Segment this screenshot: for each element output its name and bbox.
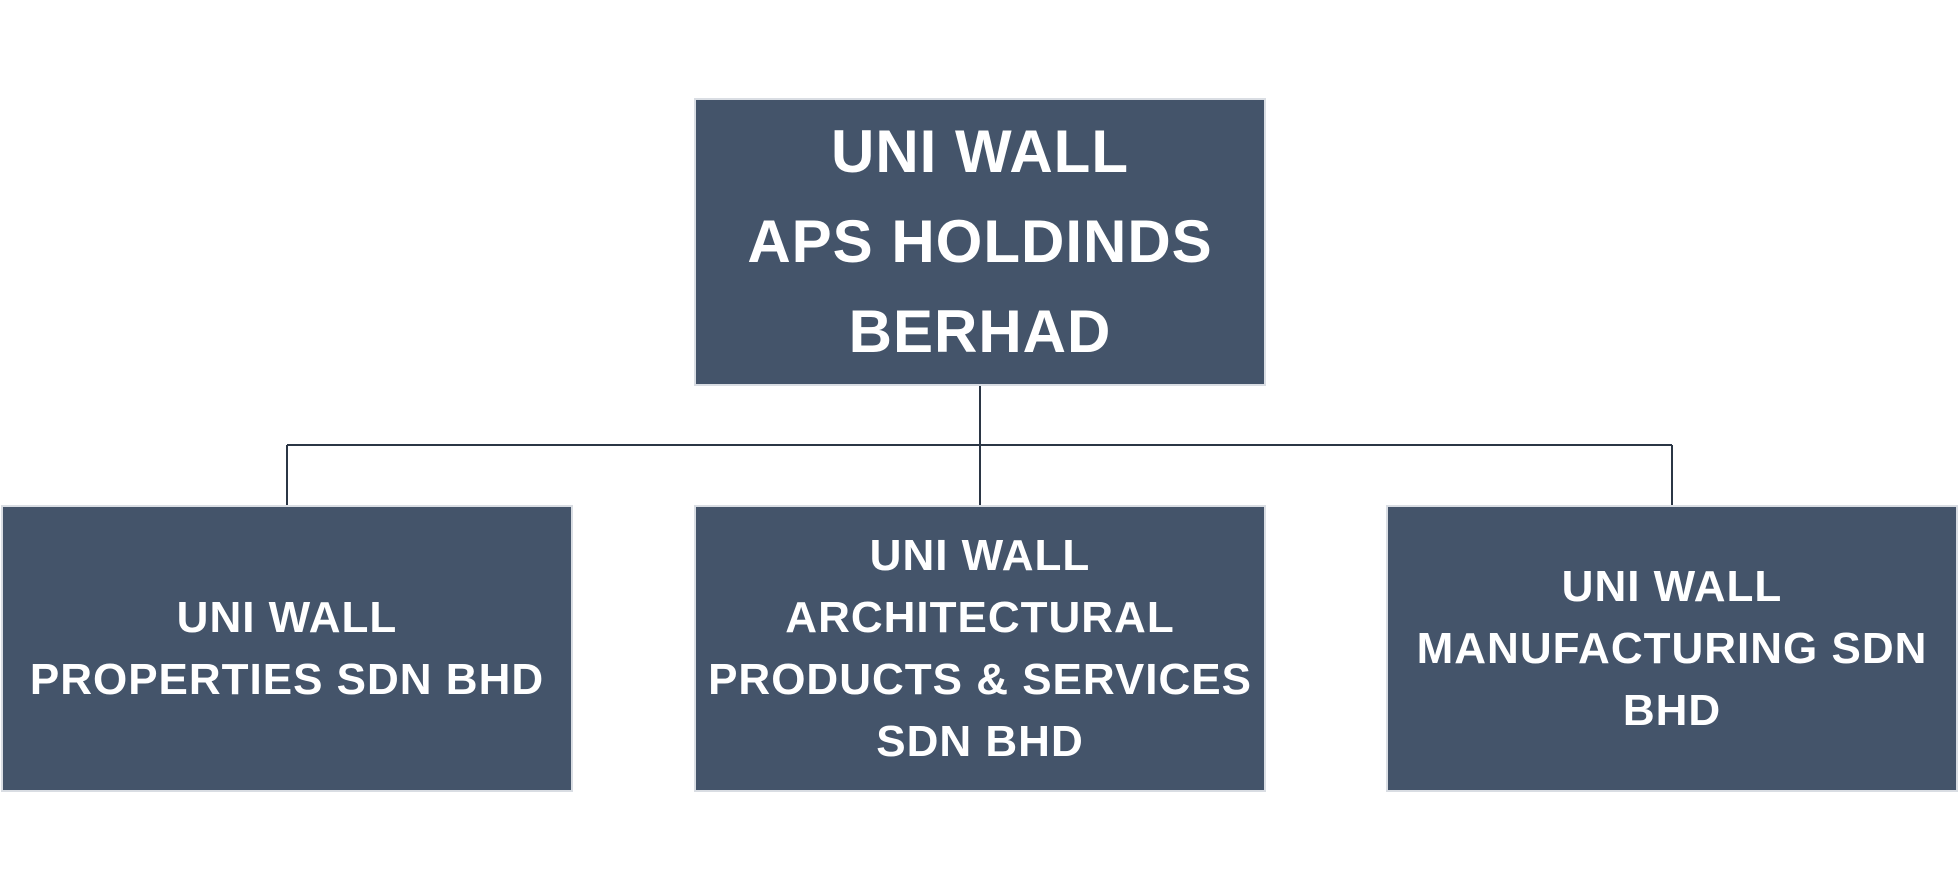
child-node-manufacturing: UNI WALL MANUFACTURING SDN BHD — [1386, 505, 1958, 792]
child-node-architectural: UNI WALL ARCHITECTURAL PRODUCTS & SERVIC… — [694, 505, 1266, 792]
root-node: UNI WALL APS HOLDINDS BERHAD — [694, 98, 1266, 386]
child-node-label: UNI WALL ARCHITECTURAL PRODUCTS & SERVIC… — [708, 530, 1252, 766]
root-node-label: UNI WALL APS HOLDINDS BERHAD — [747, 118, 1213, 365]
child-node-properties: UNI WALL PROPERTIES SDN BHD — [1, 505, 573, 792]
child-node-label: UNI WALL MANUFACTURING SDN BHD — [1416, 561, 1928, 735]
child-node-label: UNI WALL PROPERTIES SDN BHD — [29, 592, 545, 704]
